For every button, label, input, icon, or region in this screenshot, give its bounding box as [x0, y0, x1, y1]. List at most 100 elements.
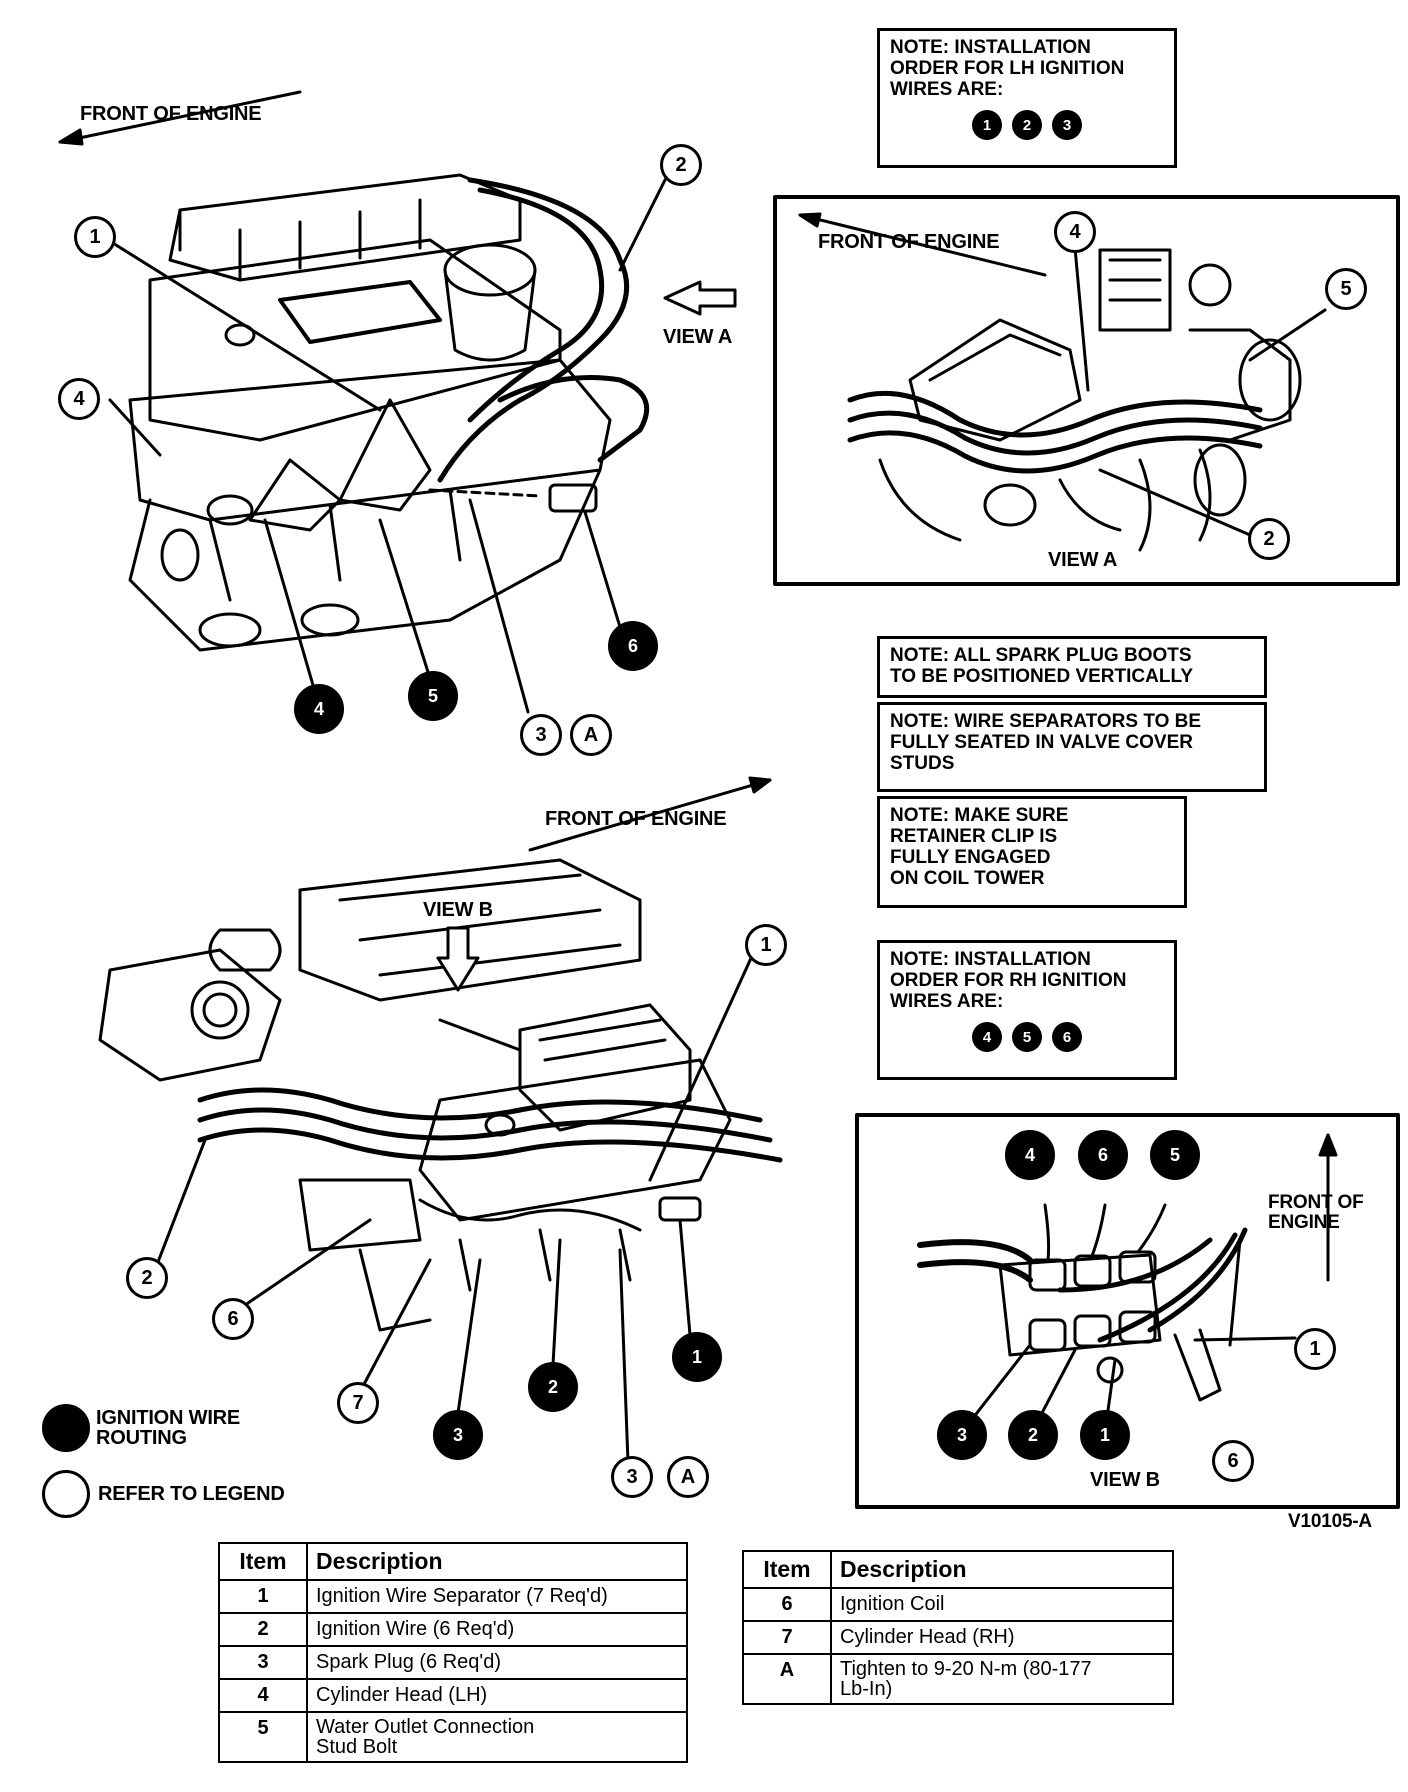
note-boots: NOTE: ALL SPARK PLUG BOOTS TO BE POSITIO… [877, 636, 1267, 698]
legend-item-number: A [742, 1653, 832, 1705]
callout-3: 3 [611, 1456, 653, 1498]
note-lh-order-text: NOTE: INSTALLATION ORDER FOR LH IGNITION… [890, 37, 1125, 100]
legend-header-item: Item [742, 1550, 832, 1589]
callout-7: 7 [337, 1382, 379, 1424]
rh-order-dots: 4 5 6 [890, 1022, 1164, 1052]
legend-item-description: Cylinder Head (LH) [306, 1678, 688, 1713]
note-separators-text: NOTE: WIRE SEPARATORS TO BE FULLY SEATED… [890, 711, 1202, 774]
legend-item-description: Ignition Coil [830, 1587, 1174, 1622]
note-clip: NOTE: MAKE SURE RETAINER CLIP IS FULLY E… [877, 796, 1187, 908]
legend-item-number: 7 [742, 1620, 832, 1655]
front-of-engine-label-top: FRONT OF ENGINE [80, 103, 262, 125]
filled-callout-2: 2 [528, 1362, 578, 1412]
legend-item-number: 3 [218, 1645, 308, 1680]
lh-order-dots: 1 2 3 [890, 110, 1164, 140]
callout-4: 4 [1054, 211, 1096, 253]
note-separators: NOTE: WIRE SEPARATORS TO BE FULLY SEATED… [877, 702, 1267, 792]
callout-1: 1 [1294, 1328, 1336, 1370]
rh-order-dot: 6 [1052, 1022, 1082, 1052]
note-lh-order: NOTE: INSTALLATION ORDER FOR LH IGNITION… [877, 28, 1177, 168]
filled-callout-1: 1 [1080, 1410, 1130, 1460]
note-clip-text: NOTE: MAKE SURE RETAINER CLIP IS FULLY E… [890, 805, 1069, 889]
front-arrow-bottom [528, 778, 772, 852]
rh-order-dot: 5 [1012, 1022, 1042, 1052]
legend-item-description: Water Outlet Connection Stud Bolt [306, 1711, 688, 1763]
bottom-engine-drawing [98, 858, 783, 1464]
callout-2: 2 [126, 1257, 168, 1299]
filled-callout-2: 2 [1008, 1410, 1058, 1460]
legend-item-number: 4 [218, 1678, 308, 1713]
key-filled-circle-icon [42, 1404, 90, 1452]
lh-order-dot: 2 [1012, 110, 1042, 140]
front-of-engine-label-view-a: FRONT OF ENGINE [818, 231, 1000, 253]
callout-a: A [570, 714, 612, 756]
view-a-arrow-label: VIEW A [663, 326, 733, 348]
view-b-box [855, 1113, 1400, 1509]
legend-item-number: 6 [742, 1587, 832, 1622]
top-engine-drawing [106, 168, 672, 714]
legend-header-row: Item Description [742, 1550, 1174, 1589]
callout-6: 6 [1212, 1440, 1254, 1482]
callout-4: 4 [58, 378, 100, 420]
filled-callout-1: 1 [672, 1332, 722, 1382]
filled-callout-5: 5 [1150, 1130, 1200, 1180]
legend-item-description: Ignition Wire (6 Req'd) [306, 1612, 688, 1647]
front-of-engine-label-view-b: FRONT OF ENGINE [1268, 1192, 1364, 1233]
lh-order-dot: 3 [1052, 110, 1082, 140]
legend-item-description: Tighten to 9-20 N-m (80-177 Lb-In) [830, 1653, 1174, 1705]
callout-5: 5 [1325, 268, 1367, 310]
legend-item-description: Cylinder Head (RH) [830, 1620, 1174, 1655]
filled-callout-6: 6 [1078, 1130, 1128, 1180]
callout-2: 2 [1248, 518, 1290, 560]
filled-callout-4: 4 [1005, 1130, 1055, 1180]
legend-header-item: Item [218, 1542, 308, 1581]
lh-order-dot: 1 [972, 110, 1002, 140]
callout-a: A [667, 1456, 709, 1498]
note-rh-order: NOTE: INSTALLATION ORDER FOR RH IGNITION… [877, 940, 1177, 1080]
legend-header-description: Description [830, 1550, 1174, 1589]
view-b-arrow-label: VIEW B [423, 899, 493, 921]
front-arrow-top [58, 90, 302, 144]
callout-2: 2 [660, 144, 702, 186]
filled-callout-3: 3 [937, 1410, 987, 1460]
view-a-arrow [663, 280, 737, 316]
view-a-drawing [798, 212, 1327, 552]
legend-item-number: 1 [218, 1579, 308, 1614]
view-b-drawing [917, 1133, 1338, 1434]
key-open-label: REFER TO LEGEND [98, 1483, 285, 1505]
legend-item-description: Spark Plug (6 Req'd) [306, 1645, 688, 1680]
filled-callout-5: 5 [408, 671, 458, 721]
filled-callout-6: 6 [608, 621, 658, 671]
legend-header-description: Description [306, 1542, 688, 1581]
rh-order-dot: 4 [972, 1022, 1002, 1052]
legend-item-number: 5 [218, 1711, 308, 1763]
callout-6: 6 [212, 1298, 254, 1340]
view-b-caption: VIEW B [1090, 1469, 1160, 1491]
note-boots-text: NOTE: ALL SPARK PLUG BOOTS TO BE POSITIO… [890, 645, 1193, 687]
legend-header-row: Item Description [218, 1542, 688, 1581]
front-of-engine-label-bottom: FRONT OF ENGINE [545, 808, 727, 830]
note-rh-order-text: NOTE: INSTALLATION ORDER FOR RH IGNITION… [890, 949, 1127, 1012]
filled-callout-3: 3 [433, 1410, 483, 1460]
view-b-arrow [436, 926, 480, 992]
callout-1: 1 [74, 216, 116, 258]
filled-callout-4: 4 [294, 684, 344, 734]
figure-id: V10105-A [1288, 1511, 1372, 1532]
callout-1: 1 [745, 924, 787, 966]
legend-item-description: Ignition Wire Separator (7 Req'd) [306, 1579, 688, 1614]
view-a-caption: VIEW A [1048, 549, 1118, 571]
legend-item-number: 2 [218, 1612, 308, 1647]
view-a-box [773, 195, 1400, 586]
key-filled-label: IGNITION WIRE ROUTING [96, 1407, 241, 1449]
